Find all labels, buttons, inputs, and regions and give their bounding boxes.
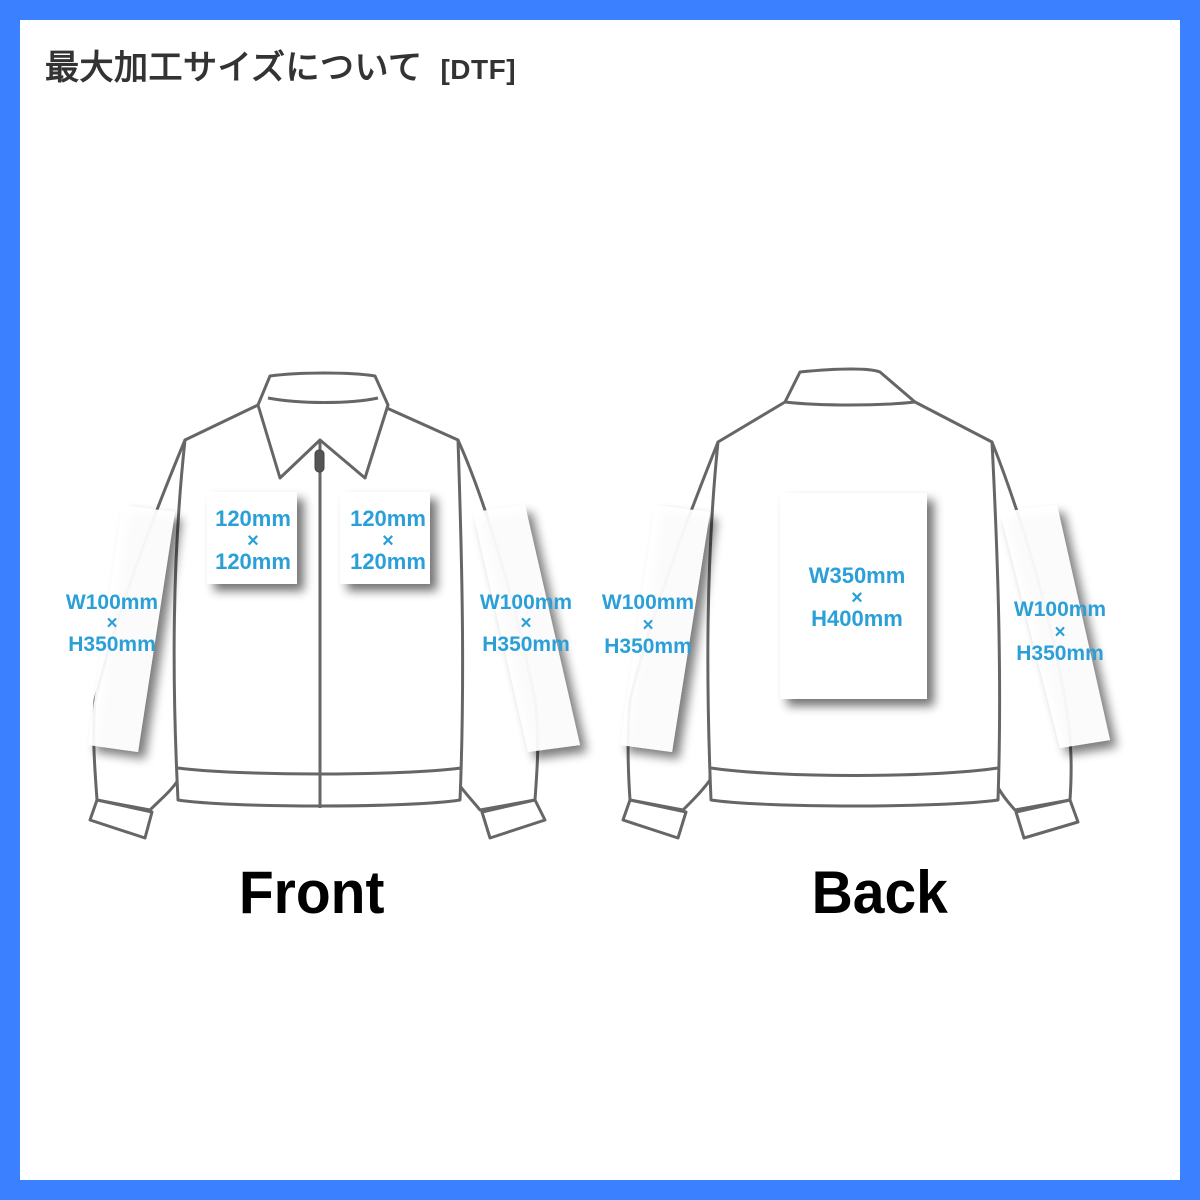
title-text: 最大加工サイズについて xyxy=(45,49,423,87)
title-tag: [DTF] xyxy=(440,54,517,85)
svg-text:120mm: 120mm xyxy=(215,506,291,531)
back-label: Back xyxy=(811,859,948,926)
svg-text:H400mm: H400mm xyxy=(811,606,903,631)
svg-text:×: × xyxy=(851,587,863,609)
svg-text:×: × xyxy=(106,613,117,634)
svg-text:W100mm: W100mm xyxy=(480,591,572,614)
print-area-front-right-sleeve xyxy=(473,505,580,752)
svg-text:×: × xyxy=(382,530,394,552)
svg-text:×: × xyxy=(642,615,653,636)
svg-text:120mm: 120mm xyxy=(350,506,426,531)
label-back-center: W350mm × H400mm xyxy=(809,563,906,631)
svg-text:120mm: 120mm xyxy=(215,549,291,574)
svg-text:W100mm: W100mm xyxy=(66,591,158,614)
svg-text:W100mm: W100mm xyxy=(1014,598,1106,621)
front-label: Front xyxy=(238,859,385,926)
svg-text:H350mm: H350mm xyxy=(482,633,570,656)
svg-text:120mm: 120mm xyxy=(350,549,426,574)
label-front-left-sleeve: W100mm × H350mm xyxy=(66,591,158,656)
page-title: 最大加工サイズについて [DTF] xyxy=(45,40,516,89)
label-front-right-chest: 120mm × 120mm xyxy=(350,506,426,574)
print-area-front-left-sleeve xyxy=(88,505,175,752)
svg-text:W350mm: W350mm xyxy=(809,563,906,588)
label-back-left-sleeve: W100mm × H350mm xyxy=(602,591,694,658)
label-front-right-sleeve: W100mm × H350mm xyxy=(480,591,572,656)
svg-text:H350mm: H350mm xyxy=(1016,642,1104,665)
print-area-front-left-chest xyxy=(207,492,297,584)
print-area-front-right-chest xyxy=(340,492,430,584)
print-area-back-right-sleeve xyxy=(1000,505,1110,748)
svg-text:W100mm: W100mm xyxy=(602,591,694,614)
svg-text:×: × xyxy=(1054,622,1065,643)
print-area-back-center xyxy=(780,493,927,699)
label-front-left-chest: 120mm × 120mm xyxy=(215,506,291,574)
print-area-back-left-sleeve xyxy=(620,505,710,752)
svg-text:H350mm: H350mm xyxy=(68,633,156,656)
svg-text:H350mm: H350mm xyxy=(604,635,692,658)
svg-text:×: × xyxy=(247,530,259,552)
label-back-right-sleeve: W100mm × H350mm xyxy=(1014,598,1106,665)
svg-text:×: × xyxy=(520,613,531,634)
